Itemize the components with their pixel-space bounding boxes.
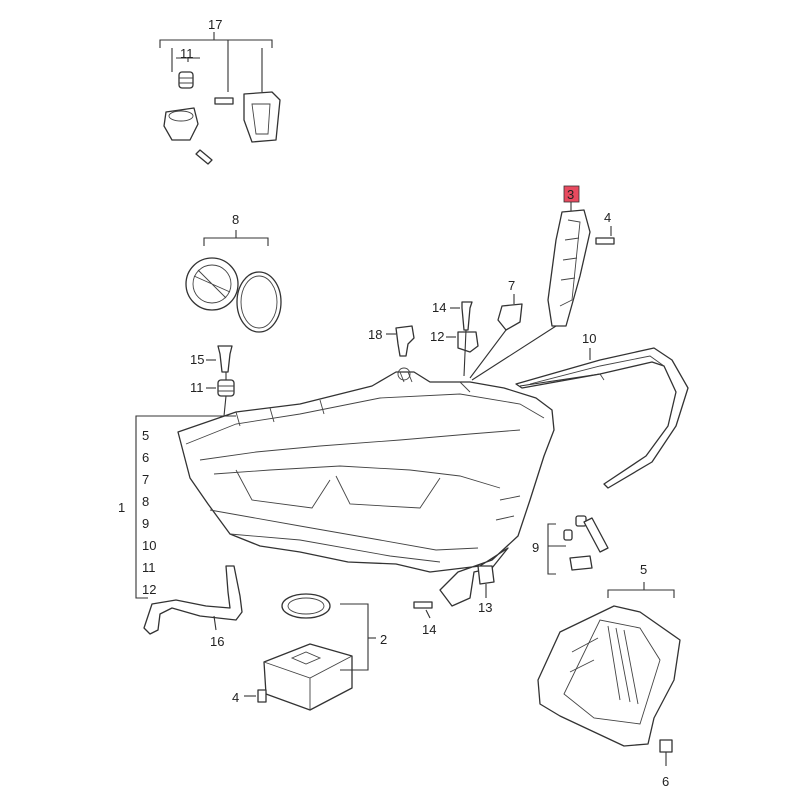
pin-part (575, 515, 587, 527)
label-7: 7 (508, 278, 515, 293)
label-2: 2 (380, 632, 387, 647)
clip-13-part (477, 565, 495, 585)
grommet-9-part (569, 555, 593, 571)
leader-lines (223, 325, 601, 417)
led-module-strip-part (547, 209, 591, 327)
bolt-14-part (461, 301, 473, 331)
label-18: 18 (368, 327, 382, 342)
part-3-group: 3 4 (547, 185, 615, 327)
label-1: 1 (118, 500, 125, 515)
grommet-18-part (395, 325, 415, 357)
label-12-top: 12 (430, 329, 444, 344)
screw-4-top-part (595, 237, 615, 245)
label-9: 9 (532, 540, 539, 555)
label-6: 6 (662, 774, 669, 789)
part-2-group: 2 4 (232, 593, 387, 711)
label-11-left: 11 (190, 380, 204, 395)
label-1-10: 10 (142, 538, 156, 553)
part-5-group: 5 6 (537, 562, 681, 789)
part-17-group: 17 11 (159, 17, 281, 165)
part-10-group: 10 (515, 331, 689, 489)
label-8: 8 (232, 212, 239, 227)
label-1-5: 5 (142, 428, 149, 443)
part-18-group: 18 (368, 325, 415, 357)
headlight-housing (177, 367, 555, 607)
label-4-bottom: 4 (232, 690, 239, 705)
part-1-group: 1 5 6 7 8 9 10 11 12 (118, 415, 236, 599)
small-clip-part (563, 529, 573, 541)
label-17: 17 (208, 17, 222, 32)
label-3: 3 (567, 187, 574, 202)
part-9-group: 9 (532, 515, 609, 575)
screw-6-part (659, 739, 673, 753)
bolt-14-bottom-part (413, 601, 433, 609)
label-5: 5 (640, 562, 647, 577)
label-14-bottom: 14 (422, 622, 436, 637)
nut-part (178, 71, 194, 89)
part-7-group: 7 (497, 278, 523, 331)
nut-11-part (217, 379, 235, 397)
label-11-top: 11 (180, 46, 194, 61)
label-4-top: 4 (604, 210, 611, 225)
bolt-15-part (217, 345, 233, 373)
cable-part (143, 565, 243, 635)
parts-13-14-bottom-group: 13 14 (413, 565, 495, 637)
screw-part (195, 149, 213, 165)
sensor-part (497, 303, 523, 331)
label-1-7: 7 (142, 472, 149, 487)
label-15: 15 (190, 352, 204, 367)
label-16: 16 (210, 634, 224, 649)
seal-ring-part (236, 271, 282, 333)
part-8-group: 8 (185, 212, 282, 333)
label-14-top: 14 (432, 300, 446, 315)
screw-4-bottom-part (257, 689, 267, 703)
parts-15-11-group: 15 11 (190, 345, 235, 397)
label-1-6: 6 (142, 450, 149, 465)
label-1-12: 12 (142, 582, 156, 597)
label-13: 13 (478, 600, 492, 615)
bracket-part (243, 91, 281, 143)
trim-strip-part (515, 347, 689, 489)
small-screw-part (214, 97, 234, 105)
part-16-group: 16 (143, 565, 243, 649)
label-10: 10 (582, 331, 596, 346)
label-1-8: 8 (142, 494, 149, 509)
label-1-9: 9 (142, 516, 149, 531)
parts-14-12-group: 14 12 (430, 300, 479, 353)
rod-part (583, 517, 609, 553)
label-1-11: 11 (142, 560, 156, 575)
clip-12-part (457, 331, 479, 353)
servo-base-part (163, 107, 199, 141)
drl-module-part (537, 605, 681, 747)
